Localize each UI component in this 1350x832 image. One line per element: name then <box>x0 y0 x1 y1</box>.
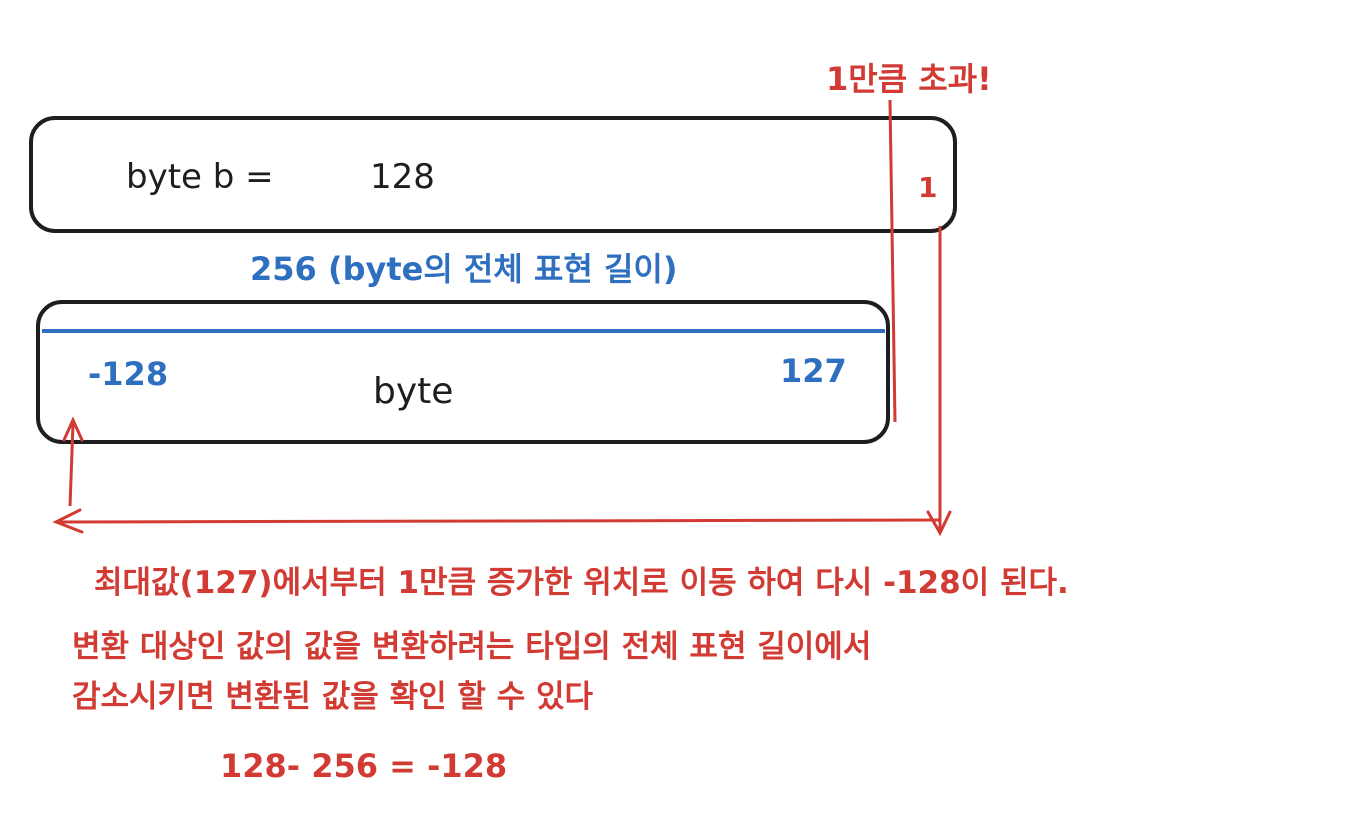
wrap-horizontal-arrow <box>57 518 941 524</box>
left-up-arrowhead <box>62 416 84 442</box>
formula: 128- 256 = -128 <box>220 747 508 785</box>
overflow-amount: 1 <box>918 171 938 204</box>
byte-assigned-value: 128 <box>370 157 435 197</box>
range-length-label: 256 (byte의 전체 표현 길이) <box>250 250 678 288</box>
explanation-line-3: 감소시키면 변환된 값을 확인 할 수 있다 <box>72 679 594 715</box>
byte-type-label: byte <box>373 371 454 412</box>
left-up-arrow <box>68 423 75 507</box>
explanation-line-1: 최대값(127)에서부터 1만큼 증가한 위치로 이동 하여 다시 -128이 … <box>94 565 1069 601</box>
top-box <box>29 116 957 233</box>
overflow-note: 1만큼 초과! <box>826 60 992 98</box>
wrap-horizontal-arrowhead <box>52 508 84 534</box>
explanation-line-2: 변환 대상인 값의 값을 변환하려는 타입의 전체 표현 길이에서 <box>72 629 872 665</box>
bottom-box <box>36 300 890 444</box>
byte-max-value: 127 <box>780 352 847 390</box>
overflow-marker-line <box>888 99 897 423</box>
byte-declaration-label: byte b = <box>126 157 274 197</box>
byte-min-value: -128 <box>88 355 169 393</box>
